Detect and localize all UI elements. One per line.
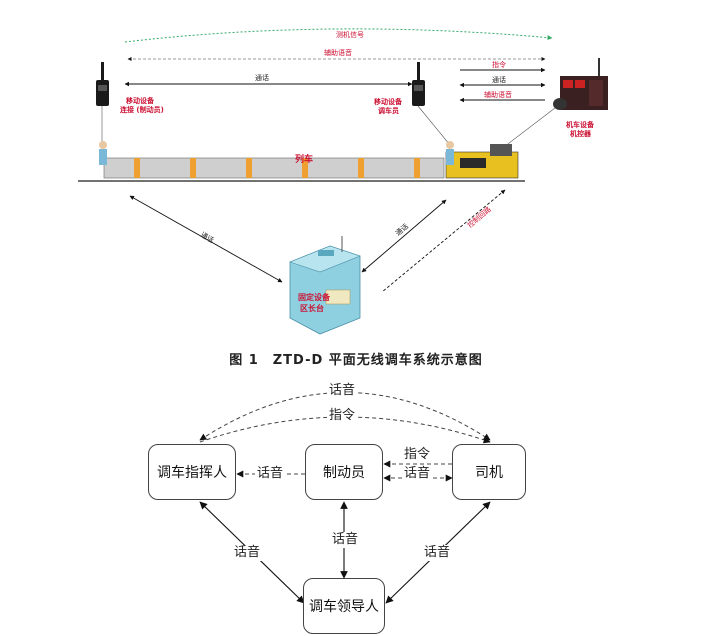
loco-label-1: 机车设备 bbox=[566, 120, 595, 129]
label-right-voice: 话音 bbox=[422, 545, 453, 561]
mid-diag-arrow bbox=[361, 199, 447, 273]
label-brake-disp-voice: 话音 bbox=[255, 466, 286, 482]
radio-signal-label: 测机信号 bbox=[336, 30, 364, 39]
mobile-left-label-1: 移动设备 bbox=[126, 96, 155, 105]
right-comm-label: 通话 bbox=[492, 75, 506, 84]
node-brakeman: 制动员 bbox=[305, 444, 383, 500]
fixed-label-1: 固定设备 bbox=[298, 292, 331, 302]
node-dispatcher: 调车指挥人 bbox=[148, 444, 236, 500]
train-label: 列车 bbox=[295, 153, 313, 165]
mobile-mid-label-2: 调车员 bbox=[378, 106, 399, 115]
radio-signal-arc bbox=[124, 28, 553, 43]
train-icon bbox=[103, 144, 519, 179]
label-top-voice: 话音 bbox=[327, 383, 358, 399]
mid-radio-icon bbox=[412, 62, 425, 106]
left-diag-label: 通话 bbox=[199, 230, 216, 245]
mobile-left-label-2: 连接 (制动员) bbox=[120, 105, 164, 114]
label-top-instruction: 指令 bbox=[327, 408, 358, 424]
mid-worker-icon bbox=[446, 141, 454, 165]
figure-caption: 图 1 ZTD-D 平面无线调车系统示意图 bbox=[229, 353, 483, 368]
control-diag-label: 控制回路 bbox=[466, 205, 493, 230]
label-left-voice: 话音 bbox=[232, 545, 263, 561]
assist-voice-right-label: 辅助语音 bbox=[484, 90, 512, 99]
left-radio-icon bbox=[96, 62, 109, 106]
loco-label-2: 机控器 bbox=[570, 129, 592, 138]
assist-voice-top-label: 辅助语音 bbox=[324, 48, 352, 57]
mobile-mid-label-1: 移动设备 bbox=[374, 97, 403, 106]
fixed-label-2: 区长台 bbox=[300, 303, 324, 313]
building-icon bbox=[289, 236, 361, 335]
left-diag-arrow bbox=[129, 195, 283, 283]
mid-diag-label: 通话 bbox=[394, 222, 411, 238]
control-diag-arrow bbox=[381, 189, 506, 293]
label-mid-voice: 话音 bbox=[330, 532, 361, 548]
node-leader: 调车领导人 bbox=[303, 578, 385, 634]
left-worker-icon bbox=[99, 141, 107, 165]
radio-comm-label: 通话 bbox=[255, 73, 269, 82]
instruction-label: 指令 bbox=[492, 60, 506, 69]
label-brake-driver-voice: 话音 bbox=[402, 466, 433, 482]
node-driver: 司机 bbox=[452, 444, 526, 500]
label-brake-driver-instruction: 指令 bbox=[402, 447, 433, 463]
loco-device-icon bbox=[553, 58, 608, 110]
